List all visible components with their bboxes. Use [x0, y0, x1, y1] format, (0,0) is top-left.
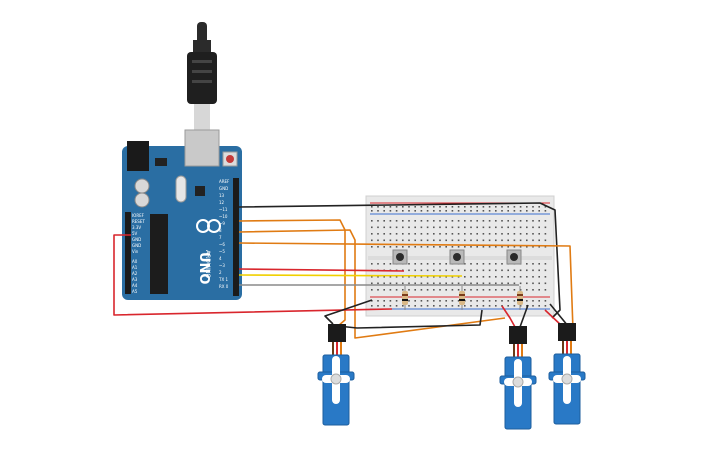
- arduino-logo-text: ARDUINO: [204, 250, 211, 279]
- digital-pin-label: 2: [219, 270, 222, 275]
- digital-pin-label: ~3: [219, 263, 225, 268]
- digital-pin-label: ~5: [219, 249, 225, 254]
- digital-pin-label: ~11: [219, 207, 228, 212]
- resistor-3[interactable]: [517, 286, 523, 310]
- digital-pin-label: 7: [219, 235, 222, 240]
- uno-model-text: UNO: [196, 252, 211, 285]
- wire-5v-red[interactable]: [113, 234, 393, 316]
- analog-pin-label: A2: [132, 271, 138, 276]
- power-pin-label: 3.3V: [132, 225, 141, 230]
- digital-pin-label: 13: [219, 193, 225, 198]
- analog-pin-label: A4: [132, 283, 138, 288]
- usb-port: [184, 129, 220, 167]
- digital-pin-label: ~10: [219, 214, 228, 219]
- capacitor: [134, 192, 150, 208]
- digital-pin-label: 8: [219, 228, 222, 233]
- arduino-uno-board[interactable]: ARDUINO UNO AREF GND 13 12 ~11 ~10 ~9 8 7 ~6 ~5 4 ~3…: [122, 129, 242, 300]
- digital-pin-label: GND: [219, 186, 228, 191]
- analog-pin-label: A0: [132, 259, 138, 264]
- power-jack: [127, 141, 149, 171]
- power-pin-label: GND: [132, 243, 141, 248]
- digital-pin-label: AREF: [219, 179, 230, 184]
- digital-pin-label: 4: [219, 256, 222, 261]
- digital-pin-label: ~9: [219, 221, 225, 226]
- power-pin-label: 5V: [132, 231, 138, 236]
- power-analog-header: [125, 212, 131, 294]
- digital-pin-label: RX 0: [219, 284, 229, 289]
- wire-servo1-gnd[interactable]: [337, 309, 483, 329]
- capacitor: [134, 178, 150, 194]
- analog-pin-label: A3: [132, 277, 138, 282]
- micro-servo-3[interactable]: [548, 323, 586, 425]
- usb-plug-icon[interactable]: [187, 22, 217, 130]
- analog-pin-label: A1: [132, 265, 138, 270]
- digital-header: [233, 178, 239, 296]
- push-button-3[interactable]: [506, 249, 522, 265]
- wire-servo2-black[interactable]: [519, 304, 529, 328]
- wire-pin11-orange[interactable]: [238, 229, 506, 339]
- atmega-chip: [150, 214, 168, 294]
- arduino-logo-icon: [196, 219, 221, 233]
- push-button-2[interactable]: [449, 249, 465, 265]
- digital-pin-label: ~6: [219, 242, 225, 247]
- crystal: [175, 175, 187, 203]
- wire-servo2-red[interactable]: [501, 305, 516, 328]
- wire-servo3-black[interactable]: [549, 303, 569, 327]
- power-pin-label: GND: [132, 237, 141, 242]
- power-pin-label: RESET: [132, 219, 145, 224]
- micro-servo-2[interactable]: [499, 326, 537, 430]
- wire-pin5-red[interactable]: [238, 268, 405, 272]
- resistor-2[interactable]: [459, 286, 465, 310]
- micro-servo-1[interactable]: [317, 324, 355, 426]
- digital-pin-labels: AREF GND 13 12 ~11 ~10 ~9 8 7 ~6 ~5 4 ~3 2 TX 1 RX 0: [218, 179, 230, 289]
- power-pin-label: IOREF: [132, 213, 145, 218]
- wire-pin4-yellow[interactable]: [238, 274, 463, 277]
- analog-pin-label: A5: [132, 289, 138, 294]
- wire-servo1-black[interactable]: [324, 299, 373, 325]
- digital-pin-label: TX 1: [218, 277, 228, 282]
- digital-pin-label: 12: [219, 200, 225, 205]
- power-pin-label: Vin: [132, 249, 139, 254]
- push-button-1[interactable]: [392, 249, 408, 265]
- resistor-1[interactable]: [402, 286, 408, 310]
